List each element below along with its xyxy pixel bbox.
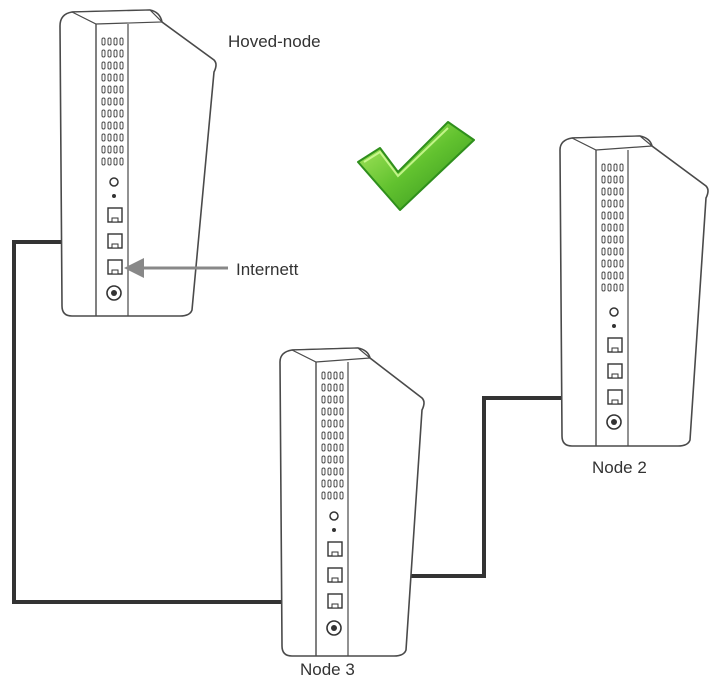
internet-label: Internett xyxy=(236,260,299,279)
main-node-label: Hoved-node xyxy=(228,32,321,51)
checkmark-icon xyxy=(357,121,475,211)
internet-arrow xyxy=(124,258,228,278)
node3-device xyxy=(279,347,425,657)
node2-label: Node 2 xyxy=(592,458,647,477)
node2-device xyxy=(559,135,709,447)
node3-label: Node 3 xyxy=(300,660,355,679)
cable-node3-to-node2 xyxy=(343,396,618,578)
main-node-device xyxy=(59,9,217,317)
